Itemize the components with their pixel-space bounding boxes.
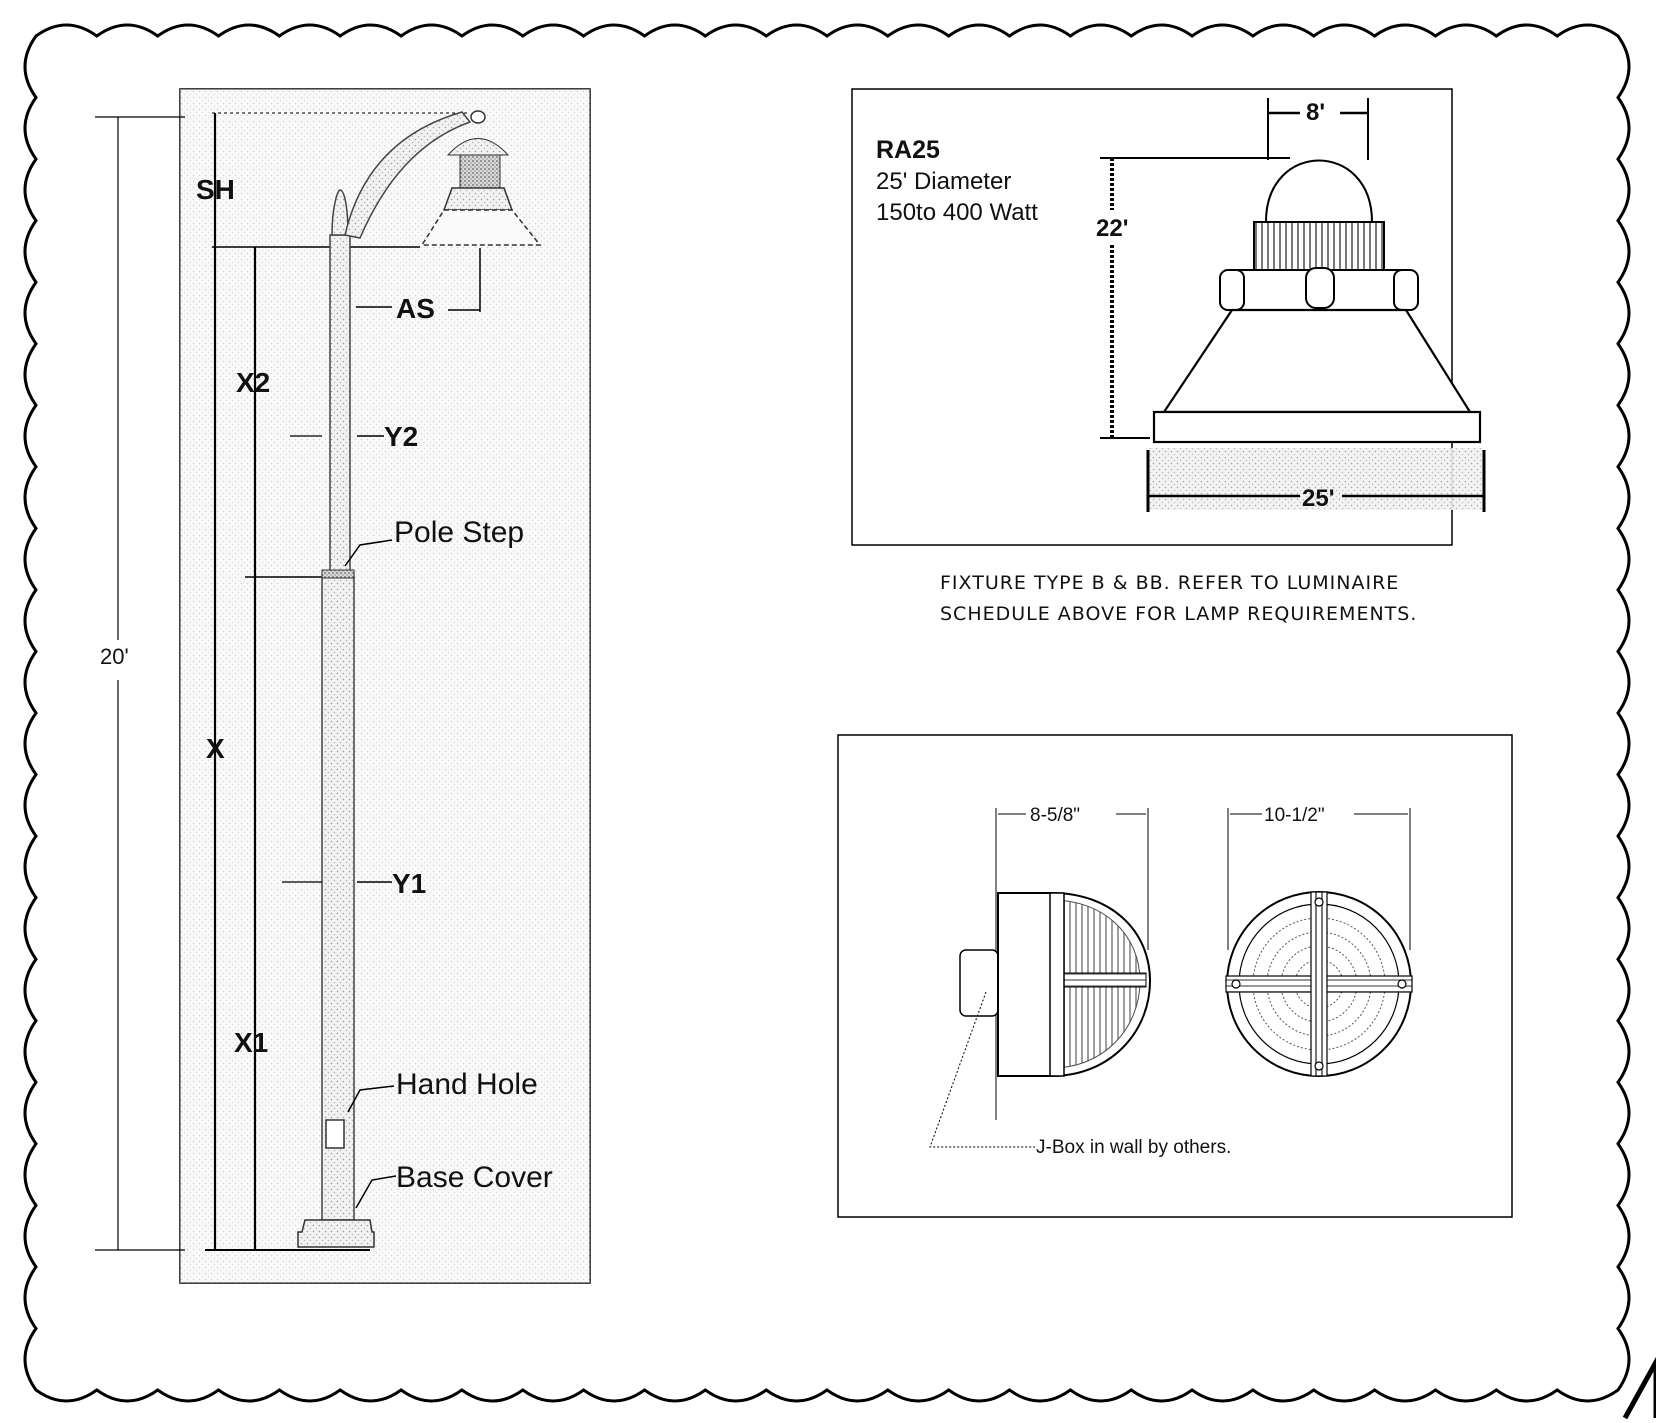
revision-cloud-border [23, 23, 1631, 1403]
wall-pack-detail: 8-5/8" 10-1/2" [837, 734, 1513, 1218]
fixture-top-dim: 8' [1306, 99, 1325, 126]
x2-label: X2 [236, 367, 270, 398]
pole-detail: 20' SH X2 X X1 [95, 88, 591, 1284]
fixture-note-line1: FIXTURE TYPE B & BB. REFER TO LUMINAIRE [940, 572, 1399, 594]
fixture-height-dim: 22' [1096, 215, 1128, 242]
fixture-diameter: 25' Diameter [876, 168, 1011, 195]
pole-upper-section [329, 234, 351, 576]
fixture-wattage: 150to 400 Watt [876, 199, 1038, 226]
fixture-note-line2: SCHEDULE ABOVE FOR LAMP REQUIREMENTS. [940, 603, 1417, 625]
wall-pack-front-dim: 10-1/2" [1264, 805, 1325, 826]
x1-label: X1 [234, 1027, 268, 1058]
pole-luminaire [420, 110, 542, 246]
y2-label: Y2 [384, 421, 418, 452]
base-cover-label: Base Cover [396, 1161, 553, 1194]
jbox-note: J-Box in wall by others. [1036, 1137, 1231, 1158]
fixture-model: RA25 [876, 136, 940, 164]
pole-lower-section [321, 574, 355, 1221]
x-label: X [206, 733, 225, 764]
pole-step-label: Pole Step [394, 516, 524, 549]
revision-triangle-icon [1622, 1356, 1656, 1420]
fixture-width-dim: 25' [1302, 485, 1334, 512]
fixture-dome [1264, 159, 1374, 223]
base-cover [297, 1219, 375, 1248]
pole-arm [344, 111, 472, 239]
wall-pack-front-view [1225, 891, 1413, 1077]
as-label: AS [396, 293, 435, 324]
fixture-detail: RA25 25' Diameter 150to 400 Watt 8' 22' … [851, 88, 1486, 546]
hand-hole [325, 1119, 345, 1149]
y1-label: Y1 [392, 868, 426, 899]
hand-hole-label: Hand Hole [396, 1068, 538, 1101]
overall-height-label: 20' [100, 644, 129, 669]
wall-pack-side-view [959, 892, 1152, 1077]
wall-pack-side-dim: 8-5/8" [1030, 805, 1080, 826]
fixture-lens-rim [1152, 410, 1482, 444]
sh-label: SH [196, 174, 235, 205]
